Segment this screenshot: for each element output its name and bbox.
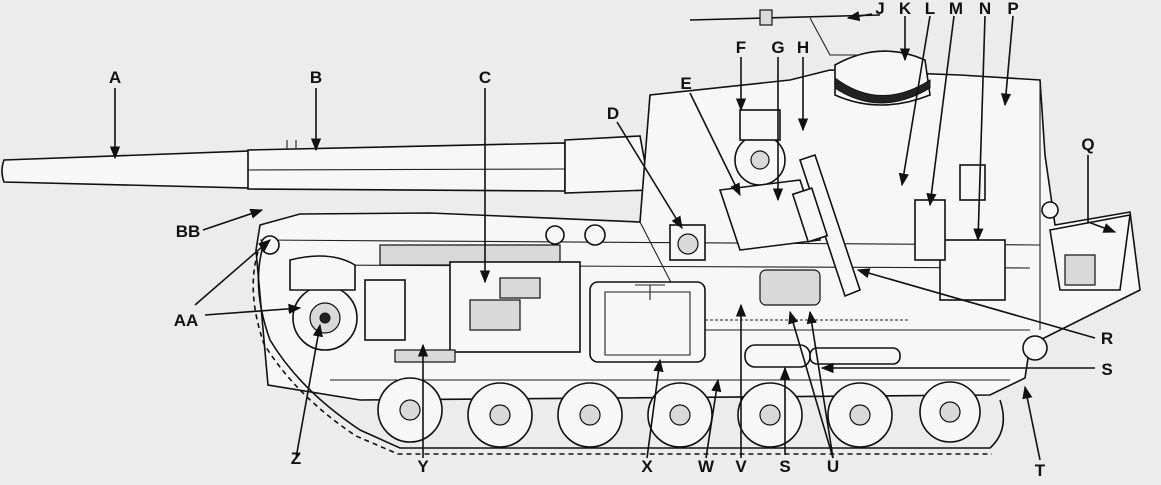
label-l: L <box>925 0 935 18</box>
cupola <box>689 9 931 106</box>
label-r: R <box>1101 329 1113 348</box>
label-m: M <box>949 0 963 18</box>
label-t: T <box>1035 461 1046 480</box>
label-s-bottom: S <box>779 457 790 476</box>
label-c: C <box>479 68 491 87</box>
fuel-tank <box>589 281 706 363</box>
label-j: J <box>875 0 884 18</box>
callout-labels: A B C D E F G H J K L M N P Q R S S T U … <box>109 0 1113 480</box>
label-p: P <box>1007 0 1018 18</box>
label-n: N <box>979 0 991 18</box>
label-bb: BB <box>176 222 201 241</box>
label-z: Z <box>291 449 301 468</box>
rear-compartment <box>914 164 1131 301</box>
label-q: Q <box>1081 135 1094 154</box>
recoil-cylinder <box>791 153 861 298</box>
label-s-right: S <box>1101 360 1112 379</box>
gun-barrel <box>1 135 651 194</box>
label-g: G <box>771 38 784 57</box>
callout-leaders <box>109 11 1117 461</box>
label-k: K <box>899 0 912 18</box>
label-a: A <box>109 68 121 87</box>
label-u: U <box>827 457 839 476</box>
label-w: W <box>698 457 715 476</box>
label-aa: AA <box>174 311 199 330</box>
label-b: B <box>310 68 322 87</box>
label-v: V <box>735 457 747 476</box>
label-d: D <box>607 104 619 123</box>
label-e: E <box>680 74 691 93</box>
track <box>252 249 1005 455</box>
label-y: Y <box>417 457 429 476</box>
road-wheels <box>260 235 1048 448</box>
label-f: F <box>736 38 746 57</box>
label-x: X <box>641 457 653 476</box>
final-drive <box>289 255 358 351</box>
label-h: H <box>797 38 809 57</box>
